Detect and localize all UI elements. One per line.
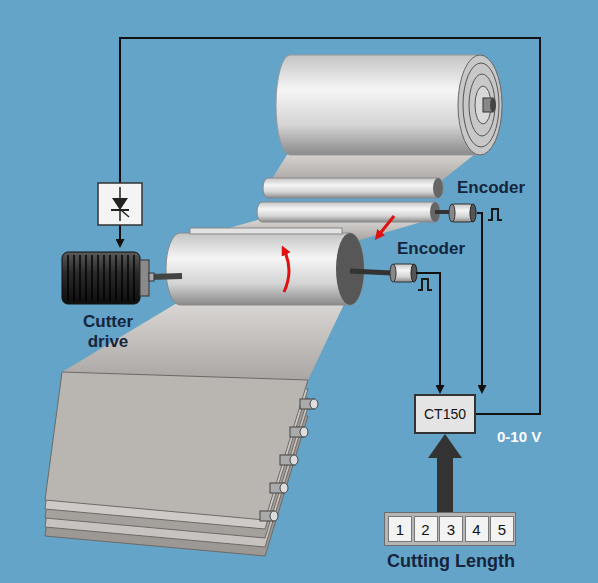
thyristor-symbol xyxy=(119,187,121,221)
conveyor-roller xyxy=(290,427,308,437)
roller-end xyxy=(433,178,443,198)
node-label: 3 xyxy=(440,521,462,538)
motor-shaft xyxy=(149,273,154,281)
encoder: Encoder xyxy=(447,203,477,223)
roller-end xyxy=(310,399,318,409)
cutter-motor: Cutter drive xyxy=(62,248,154,308)
digit-cell: 3 xyxy=(439,516,463,542)
shaft xyxy=(435,210,450,214)
paper-roll xyxy=(276,55,502,155)
drum-body xyxy=(166,233,364,305)
roll-face xyxy=(458,55,502,155)
cooling-fin xyxy=(103,255,105,301)
conveyor-roller xyxy=(280,455,298,465)
cooling-fin xyxy=(133,255,135,301)
roller-end xyxy=(270,511,278,521)
cooling-fin xyxy=(127,255,129,301)
node-label: 1 xyxy=(389,521,411,538)
signal-wire xyxy=(416,273,440,385)
cooling-fin xyxy=(97,255,99,301)
roll-hub xyxy=(490,98,496,112)
node-label: 5 xyxy=(491,521,513,538)
pulse-symbol xyxy=(418,279,432,290)
node-label: Cutting Length xyxy=(371,551,531,571)
encoder-end xyxy=(411,264,417,282)
motor-end-cap xyxy=(140,260,149,296)
node-label: Cutter drive xyxy=(68,312,148,352)
roller-end xyxy=(300,427,308,437)
node-label: 4 xyxy=(466,521,488,538)
encoder-shape xyxy=(388,263,416,283)
conveyor-rollers xyxy=(260,399,318,521)
paper-web xyxy=(62,150,480,380)
pulse-symbol xyxy=(488,209,502,220)
measuring-roller xyxy=(257,202,440,222)
motor-body xyxy=(62,252,140,304)
cooling-fin xyxy=(79,255,81,301)
roll-ring xyxy=(463,63,499,147)
rotation-arrow xyxy=(284,250,289,292)
controller-box: CT150 xyxy=(414,394,476,434)
thyristor-symbol xyxy=(111,209,129,211)
cooling-fin xyxy=(73,255,75,301)
converter-box xyxy=(98,183,142,225)
feed-arrow xyxy=(378,216,394,236)
signal-wire xyxy=(120,38,540,414)
cooling-fin xyxy=(85,255,87,301)
cooling-fin xyxy=(115,255,117,301)
cooling-fin xyxy=(67,255,69,301)
thyristor-symbol xyxy=(121,210,129,217)
length-selector: Cutting Length12345 xyxy=(384,512,516,546)
idler-roller xyxy=(263,178,443,198)
node-label: Encoder xyxy=(457,178,525,197)
sheet xyxy=(45,372,308,520)
motor-shape xyxy=(62,248,154,308)
encoder-shape xyxy=(447,203,477,223)
node-label: Encoder xyxy=(397,239,465,258)
digit-cell: 5 xyxy=(490,516,514,542)
signal-wire xyxy=(477,213,482,385)
cutter-drum xyxy=(150,216,394,305)
thyristor-converter xyxy=(98,183,142,225)
node-label: 2 xyxy=(415,521,437,538)
encoder-end xyxy=(449,204,455,222)
sheet-stack xyxy=(45,372,308,556)
encoder-end xyxy=(470,204,476,222)
cooling-fin xyxy=(121,255,123,301)
conveyor-roller xyxy=(270,483,288,493)
conveyor-roller xyxy=(260,511,278,521)
encoder-end xyxy=(390,264,396,282)
idler-rollers xyxy=(257,178,450,222)
encoder: Encoder xyxy=(388,263,416,283)
digit-cell: 2 xyxy=(414,516,438,542)
shaft xyxy=(150,276,182,277)
node-label: CT150 xyxy=(416,406,474,422)
paper-web xyxy=(62,300,346,380)
cooling-fin xyxy=(91,255,93,301)
digit-cell: 1 xyxy=(388,516,412,542)
roll-ring xyxy=(469,74,495,136)
cooling-fin xyxy=(109,255,111,301)
shaft xyxy=(350,271,392,273)
digit-cell: 4 xyxy=(465,516,489,542)
signal-label: 0-10 V xyxy=(497,428,541,445)
conveyor-roller xyxy=(300,399,318,409)
roller-end xyxy=(290,455,298,465)
input-arrow xyxy=(437,458,453,512)
thyristor-symbol xyxy=(112,198,128,210)
cutter-blade xyxy=(190,228,342,234)
roller-end xyxy=(280,483,288,493)
